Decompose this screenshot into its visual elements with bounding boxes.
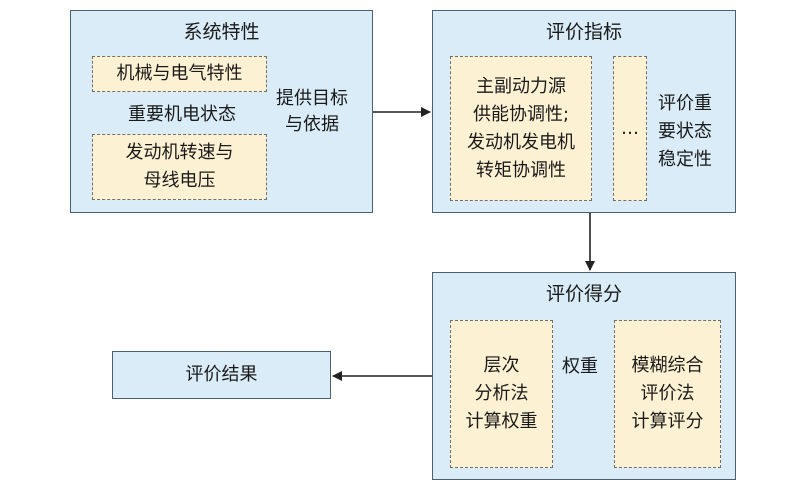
ahp-weight-box: 层次 分析法 计算权重: [450, 320, 553, 468]
provide-target-label: 提供目标 与依据: [276, 88, 348, 135]
weight-label: 权重: [562, 356, 598, 377]
power-coordination-box: 主副动力源 供能协调性; 发动机发电机 转矩协调性: [450, 56, 592, 201]
engine-speed-bus-voltage-box: 发动机转速与 母线电压: [92, 134, 267, 200]
score-title: 评价得分: [545, 283, 622, 305]
fuzzy-evaluation-box: 模糊综合 评价法 计算评分: [614, 320, 721, 468]
key-state-label: 重要机电状态: [128, 104, 236, 125]
index-title: 评价指标: [545, 21, 622, 43]
ellipsis-box: …: [613, 56, 647, 201]
stability-label: 评价重 要状态 稳定性: [658, 93, 712, 170]
mech-elec-characteristics-box: 机械与电气特性: [92, 56, 267, 92]
evaluation-result-box: 评价结果: [112, 351, 331, 399]
system-title: 系统特性: [183, 21, 260, 43]
